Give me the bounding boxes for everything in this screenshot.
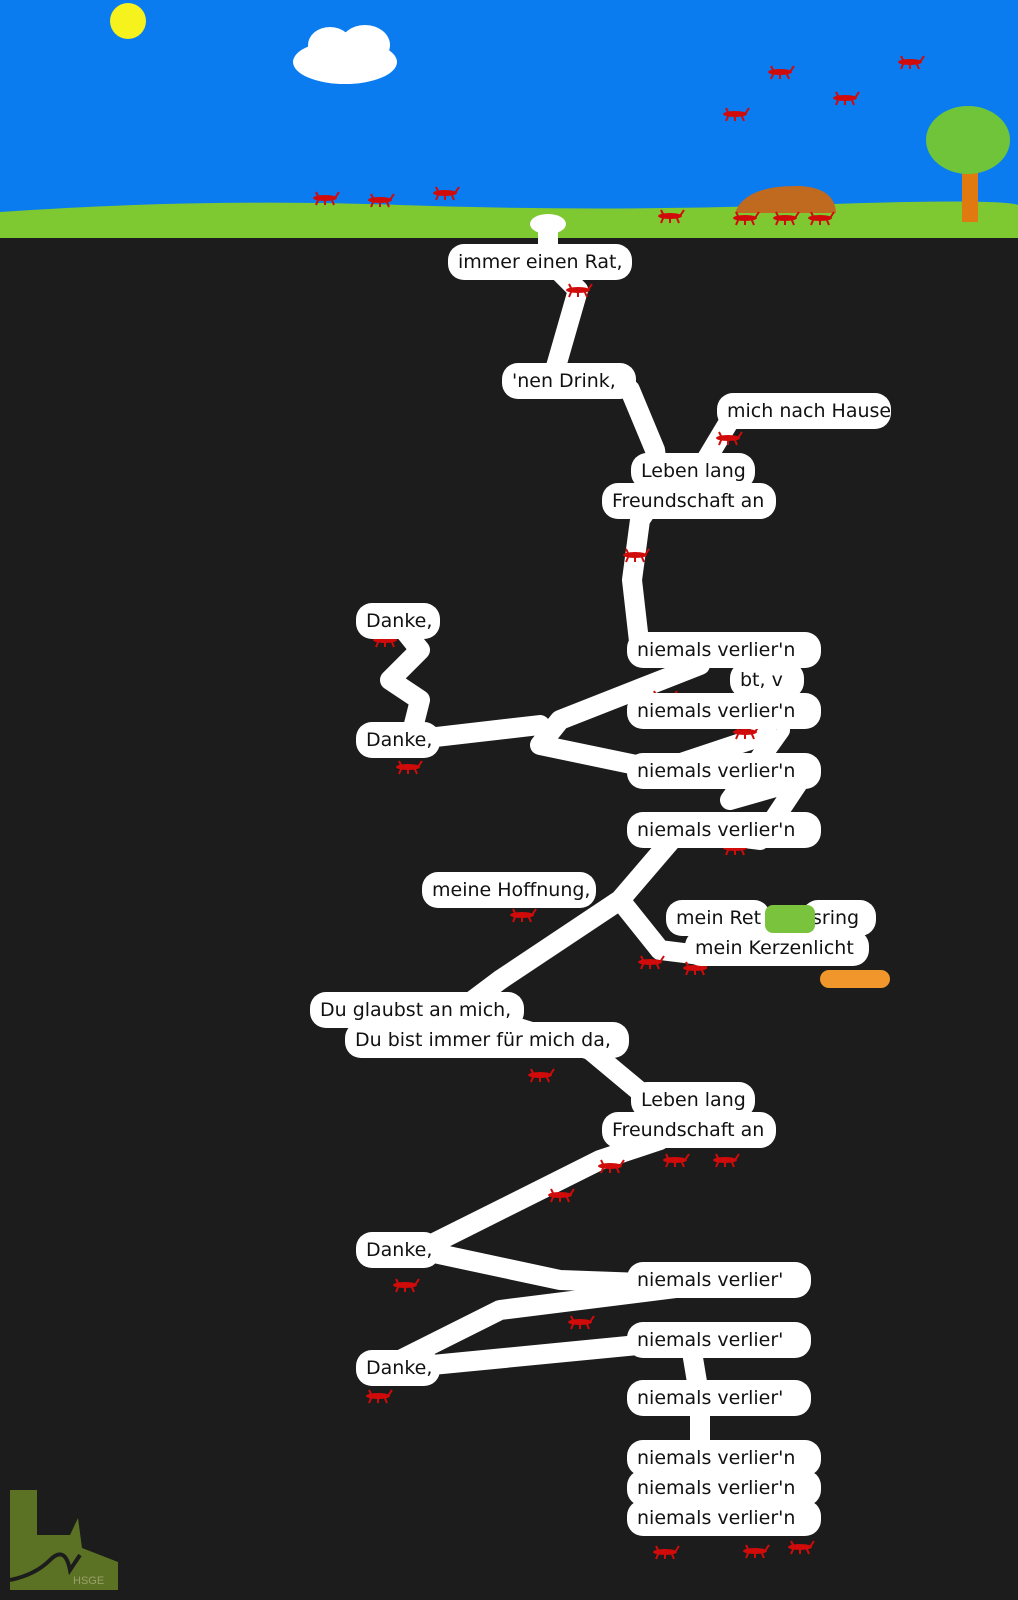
tunnel-chamber (345, 1022, 629, 1058)
logo-text: HSGE (73, 1575, 105, 1587)
lyric-label: Danke, (366, 1357, 433, 1379)
tunnel-chamber (356, 603, 440, 639)
sky (0, 0, 1018, 215)
tunnel-chamber (422, 872, 596, 908)
lyric-label: Du bist immer für mich da, (355, 1029, 611, 1051)
ant-icon (313, 191, 340, 206)
ant-icon (510, 908, 537, 923)
lyric-label: niemals verlier'n (637, 639, 796, 661)
ant-icon (788, 1540, 815, 1555)
lyric-label: bt, v (740, 669, 783, 691)
sun-icon (110, 3, 146, 39)
lyric-label: niemals verlier'n (637, 700, 796, 722)
hsge-logo (9, 1490, 118, 1590)
ant-icon (548, 1188, 575, 1203)
ant-icon (433, 186, 460, 201)
tunnel-chamber (602, 483, 776, 519)
tunnel-chamber (627, 1262, 811, 1298)
ant-icon (528, 1068, 555, 1083)
ant-icon (568, 1315, 595, 1330)
tunnel-chamber (627, 1322, 811, 1358)
tree-icon (926, 106, 1010, 222)
lyric-label: niemals verlier'n (637, 1447, 796, 1469)
lyric-label: mein Ret (676, 907, 762, 929)
orange-blob (820, 970, 890, 988)
tunnel-chamber (730, 662, 804, 698)
ant-icon (773, 211, 800, 226)
lyric-label: niemals verlier' (637, 1269, 784, 1291)
tunnel-chamber (502, 363, 636, 399)
ant-icon (716, 431, 743, 446)
tunnel-chamber (356, 1350, 440, 1386)
tunnel-chamber (356, 722, 440, 758)
ant-icon (623, 548, 650, 563)
tunnel-chamber (602, 1112, 776, 1148)
ant-icon (366, 1389, 393, 1404)
tunnel-chamber (627, 753, 821, 789)
ant-icon (653, 1545, 680, 1560)
ant-icon (833, 91, 860, 106)
lyric-label: niemals verlier'n (637, 760, 796, 782)
ant-icon (898, 55, 925, 70)
lyric-label: meine Hoffnung, (432, 879, 591, 901)
ant-icon (733, 725, 760, 740)
tunnel-chamber (448, 244, 632, 280)
lyric-label: niemals verlier' (637, 1329, 784, 1351)
ant-icon (768, 65, 795, 80)
lyric-label: niemals verlier'n (637, 1477, 796, 1499)
ant-icon (566, 283, 593, 298)
tunnel-chamber (356, 1232, 440, 1268)
ant-icon (733, 211, 760, 226)
ant-icon (396, 760, 423, 775)
lyric-label: Danke, (366, 1239, 433, 1261)
tunnel-chamber (685, 930, 869, 966)
green-blob (765, 905, 815, 933)
lyric-label: Danke, (366, 610, 433, 632)
lyric-label: Freundschaft an (612, 490, 765, 512)
lyric-label: Leben lang (641, 460, 746, 482)
lyric-label: niemals verlier'n (637, 819, 796, 841)
ant-icon (658, 209, 685, 224)
tunnel-chamber (627, 812, 821, 848)
ant-icon (368, 193, 395, 208)
lyric-label: mein Kerzenlicht (695, 937, 854, 959)
lyric-label: immer einen Rat, (458, 251, 623, 273)
lyric-label: niemals verlier'n (637, 1507, 796, 1529)
lyric-label: Leben lang (641, 1089, 746, 1111)
ant-icon (683, 961, 710, 976)
bread-icon (735, 185, 836, 213)
lyric-label: 'nen Drink, (512, 370, 616, 392)
lyric-label: Freundschaft an (612, 1119, 765, 1141)
lyric-label: mich nach Hause (727, 400, 892, 422)
tunnel-chamber (627, 693, 821, 729)
ant-icon (713, 1153, 740, 1168)
ant-icon (638, 955, 665, 970)
ant-icon (743, 1544, 770, 1559)
tunnel-chamber (717, 393, 891, 429)
ant-icon (598, 1159, 625, 1174)
lyric-label: niemals verlier' (637, 1387, 784, 1409)
lyric-label: Danke, (366, 729, 433, 751)
lyric-label: Du glaubst an mich, (320, 999, 512, 1021)
ant-icon (393, 1278, 420, 1293)
ant-icon (663, 1153, 690, 1168)
lyric-label: sring (812, 907, 860, 929)
tunnel-chamber (627, 1380, 811, 1416)
tunnel-chamber (627, 1500, 821, 1536)
ant-icon (723, 107, 750, 122)
cloud-icon (293, 25, 397, 84)
ant-icon (808, 211, 835, 226)
